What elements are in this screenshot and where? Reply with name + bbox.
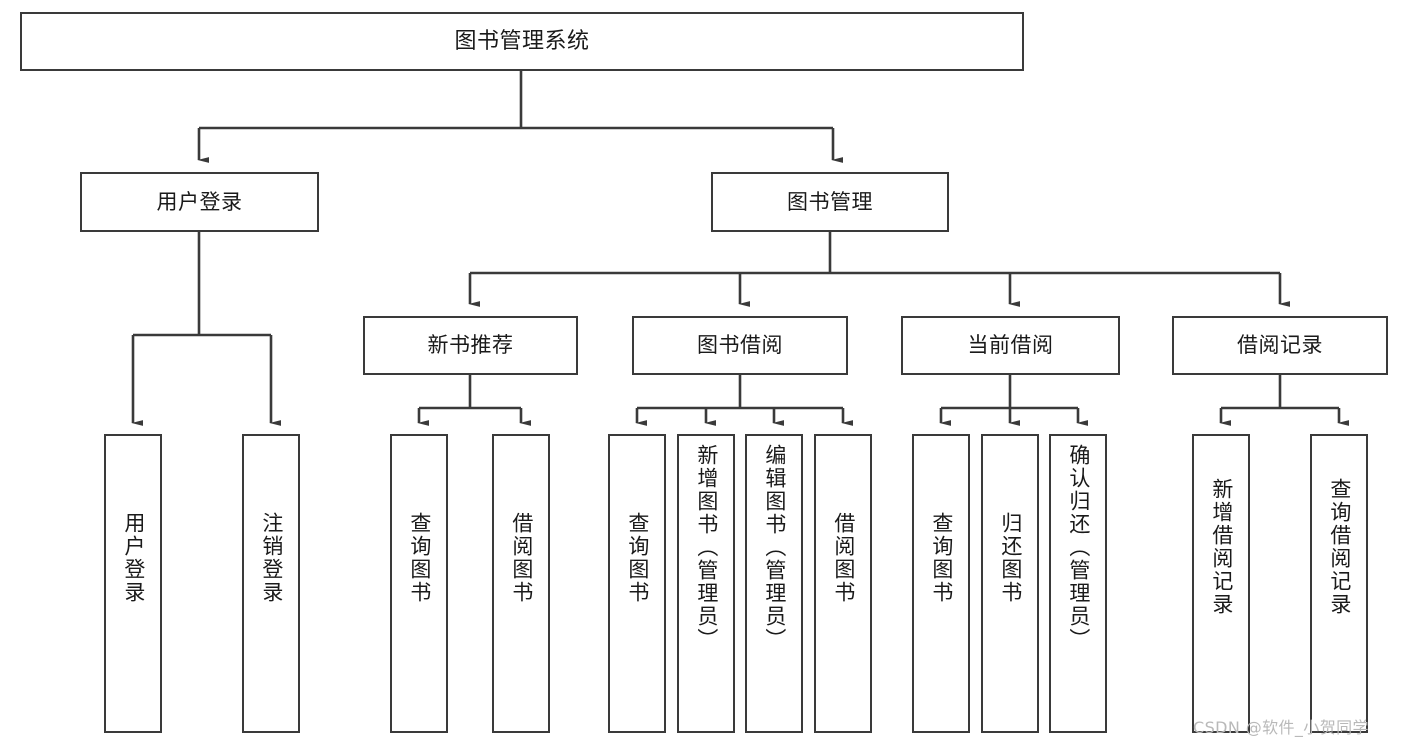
leaf-borrow-book-recommend[interactable]: 借阅图书: [492, 434, 550, 733]
leaf-query-book-current-label: 查询图书: [929, 512, 954, 604]
node-root[interactable]: 图书管理系统: [20, 12, 1024, 71]
leaf-add-borrow-record[interactable]: 新增借阅记录: [1192, 434, 1250, 733]
node-book-management-label: 图书管理: [787, 189, 873, 214]
node-user-login-label: 用户登录: [156, 189, 243, 214]
leaf-logout[interactable]: 注销登录: [242, 434, 300, 733]
leaf-return-book[interactable]: 归还图书: [981, 434, 1039, 733]
leaf-query-book-recommend[interactable]: 查询图书: [390, 434, 448, 733]
node-borrow-record-label: 借阅记录: [1237, 333, 1323, 358]
leaf-add-borrow-record-label: 新增借阅记录: [1209, 478, 1234, 616]
node-book-borrow-label: 图书借阅: [697, 333, 783, 358]
leaf-logout-label: 注销登录: [259, 512, 284, 604]
node-book-borrow[interactable]: 图书借阅: [632, 316, 848, 375]
node-new-book-recommend-label: 新书推荐: [427, 333, 514, 358]
leaf-query-book-borrow-label: 查询图书: [625, 512, 650, 604]
leaf-add-book-admin-label: 新增图书（管理员）: [694, 444, 719, 651]
leaf-edit-book-admin-label: 编辑图书（管理员）: [762, 444, 787, 651]
leaf-confirm-return-admin-label: 确认归还（管理员）: [1066, 444, 1091, 651]
leaf-user-login-label: 用户登录: [121, 512, 146, 604]
leaf-query-borrow-record-label: 查询借阅记录: [1327, 478, 1352, 616]
node-root-label: 图书管理系统: [454, 28, 590, 54]
node-current-borrow-label: 当前借阅: [967, 333, 1054, 358]
node-borrow-record[interactable]: 借阅记录: [1172, 316, 1388, 375]
leaf-query-book-recommend-label: 查询图书: [407, 512, 432, 604]
watermark: CSDN @软件_小贺同学: [1193, 718, 1369, 737]
node-current-borrow[interactable]: 当前借阅: [901, 316, 1120, 375]
leaf-user-login[interactable]: 用户登录: [104, 434, 162, 733]
leaf-borrow-book-borrow[interactable]: 借阅图书: [814, 434, 872, 733]
leaf-edit-book-admin[interactable]: 编辑图书（管理员）: [745, 434, 803, 733]
leaf-confirm-return-admin[interactable]: 确认归还（管理员）: [1049, 434, 1107, 733]
leaf-borrow-book-recommend-label: 借阅图书: [509, 512, 534, 604]
leaf-query-book-borrow[interactable]: 查询图书: [608, 434, 666, 733]
leaf-add-book-admin[interactable]: 新增图书（管理员）: [677, 434, 735, 733]
leaf-query-borrow-record[interactable]: 查询借阅记录: [1310, 434, 1368, 733]
leaf-return-book-label: 归还图书: [998, 512, 1023, 604]
node-user-login[interactable]: 用户登录: [80, 172, 319, 232]
leaf-borrow-book-borrow-label: 借阅图书: [831, 512, 856, 604]
leaf-query-book-current[interactable]: 查询图书: [912, 434, 970, 733]
node-new-book-recommend[interactable]: 新书推荐: [363, 316, 578, 375]
node-book-management[interactable]: 图书管理: [711, 172, 949, 232]
